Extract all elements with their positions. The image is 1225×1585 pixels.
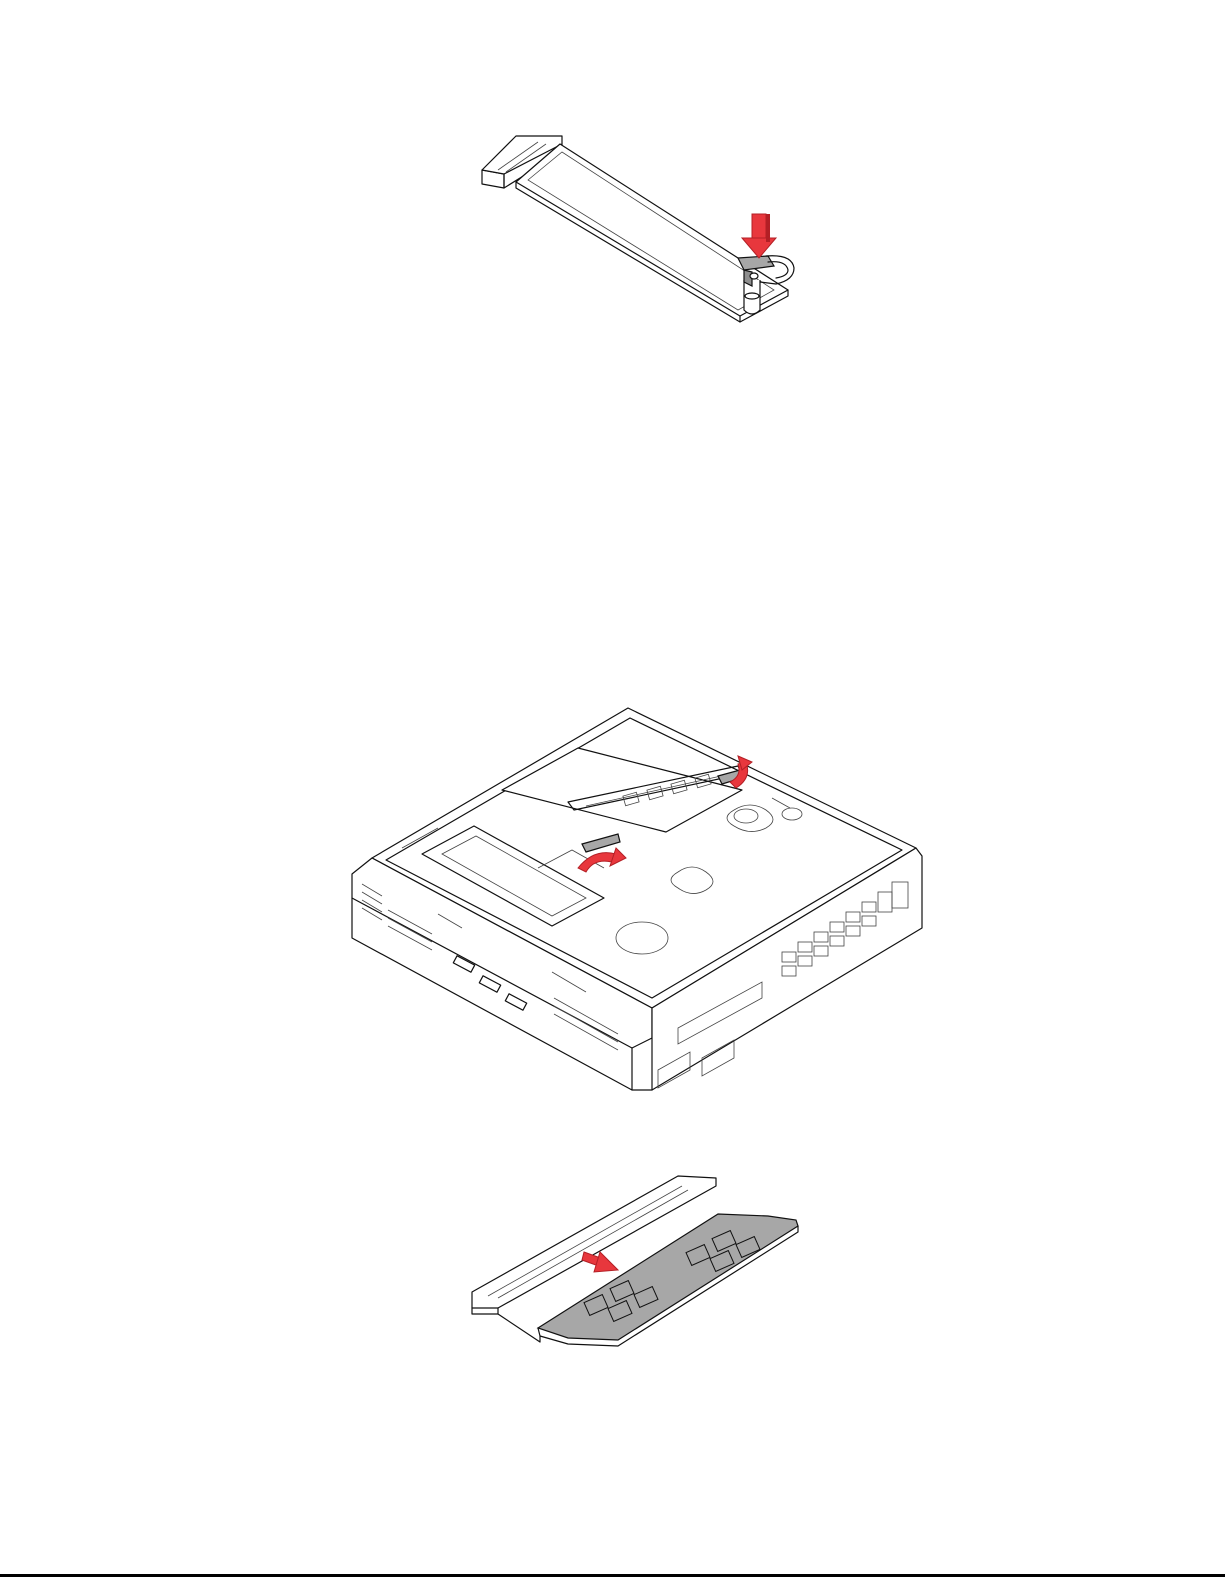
press-down-arrow-icon <box>742 214 776 258</box>
footer-rule <box>0 1574 1225 1577</box>
insert-arrow-icon <box>582 1252 618 1272</box>
m2-ssd-retainer-press-illustration <box>476 130 802 324</box>
chassis-memory-latch-figure <box>342 698 932 1102</box>
memory-module-insert-illustration <box>468 1172 802 1349</box>
ssd-retainer-figure <box>476 130 802 324</box>
memory-insert-figure <box>468 1172 802 1349</box>
computer-chassis-memory-latch-illustration <box>342 698 932 1102</box>
